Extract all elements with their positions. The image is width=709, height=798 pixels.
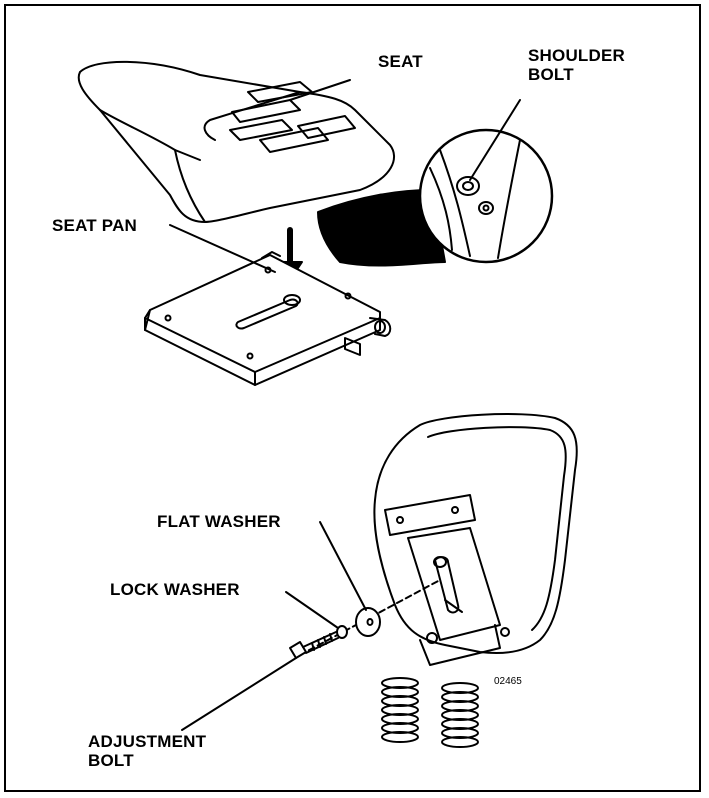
seat-pan-drawing (144, 251, 392, 386)
seat-leader (289, 79, 351, 101)
flat-washer-part (355, 607, 381, 637)
spring-left (381, 677, 419, 743)
lock-washer-label: LOCK WASHER (110, 580, 240, 599)
adjustment-bolt-label: ADJUSTMENT BOLT (88, 732, 206, 770)
shoulder-bolt-leader (469, 99, 521, 181)
flat-washer-leader (319, 521, 367, 611)
figure-number: 02465 (494, 676, 522, 687)
figure-border (4, 4, 701, 792)
adjustment-bolt-label-line2: BOLT (88, 751, 134, 770)
shoulder-bolt-label-line2: BOLT (528, 65, 574, 84)
seat-drawing (77, 60, 395, 223)
shoulder-bolt-label-line1: SHOULDER (528, 46, 625, 65)
adjustment-bolt-leader (181, 657, 297, 731)
adjustment-bolt-part (289, 631, 339, 659)
flat-washer-label: FLAT WASHER (157, 512, 281, 531)
seat-pan-label: SEAT PAN (52, 216, 138, 235)
seat-label: SEAT (378, 52, 423, 71)
adjustment-bolt-label-line1: ADJUSTMENT (88, 732, 207, 751)
lock-washer-leader (285, 591, 339, 629)
spring-right (441, 682, 479, 748)
shoulder-bolt-detail (418, 128, 554, 264)
detail-wedge (317, 189, 446, 267)
shoulder-bolt-label: SHOULDER BOLT (528, 46, 625, 84)
seat-pan-leader (169, 224, 276, 273)
seat-underside-drawing (373, 413, 578, 666)
